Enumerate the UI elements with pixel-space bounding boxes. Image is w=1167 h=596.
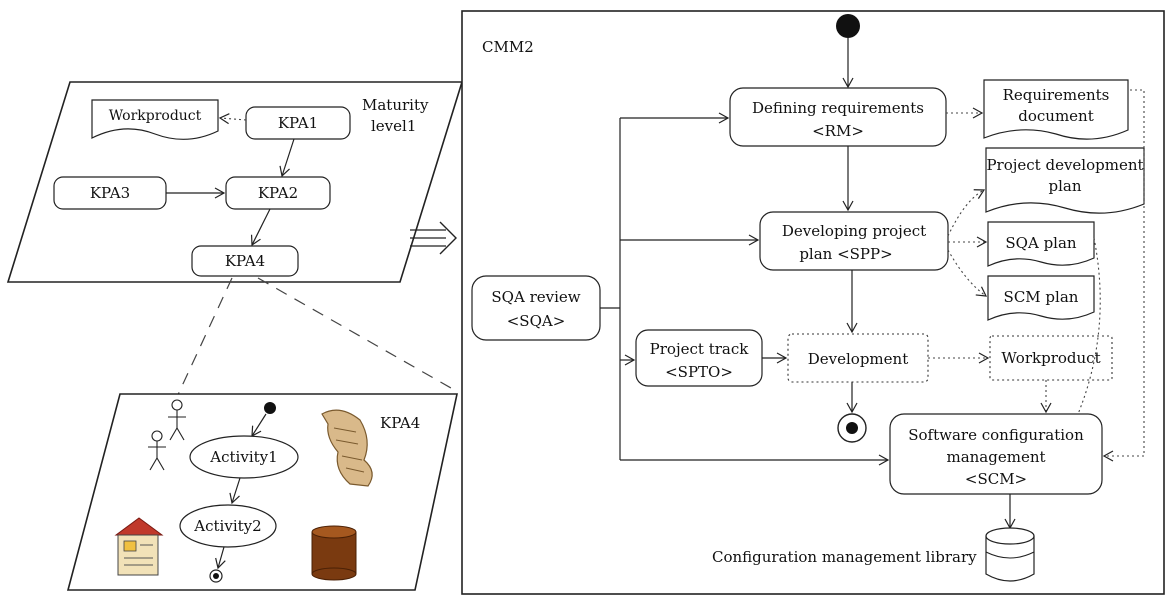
kpa2-label: KPA2 bbox=[258, 184, 298, 202]
workproduct-cmm2-label: Workproduct bbox=[1001, 349, 1100, 367]
req-doc-line2: document bbox=[1018, 107, 1093, 125]
scm-line1: Software configuration bbox=[908, 426, 1084, 444]
initial-node-icon bbox=[836, 14, 860, 38]
actor-icon bbox=[148, 430, 166, 471]
edge-reqdoc-scm bbox=[1102, 89, 1145, 462]
kpa2-node: KPA2 bbox=[225, 176, 331, 210]
maturity-title-line1: Maturity bbox=[362, 96, 429, 114]
scm-node: Software configuration management <SCM> bbox=[889, 413, 1103, 495]
scm-line2: management bbox=[946, 448, 1045, 466]
workproduct-doc: Workproduct bbox=[91, 99, 219, 140]
project-development-plan-doc: Project development plan bbox=[985, 147, 1145, 214]
developing-project-plan-node: Developing project plan <SPP> bbox=[759, 211, 949, 271]
req-doc-line1: Requirements bbox=[1003, 86, 1110, 104]
scroll-document-icon bbox=[321, 409, 373, 487]
workproduct-label: Workproduct bbox=[109, 108, 202, 124]
sqa-plan-label: SQA plan bbox=[1005, 234, 1077, 252]
track-line2: <SPTO> bbox=[665, 363, 733, 381]
defining-label-line2: <RM> bbox=[812, 122, 864, 140]
kpa4-panel-title: KPA4 bbox=[380, 414, 420, 432]
edge-activity1-activity2 bbox=[229, 477, 241, 505]
defining-label-line1: Defining requirements bbox=[752, 99, 924, 117]
edge-activity2-end bbox=[215, 546, 226, 570]
kpa4-node: KPA4 bbox=[191, 245, 299, 277]
activity-start-icon bbox=[264, 402, 276, 414]
proj-dev-plan-line1: Project development bbox=[986, 156, 1143, 174]
workproduct-node: Workproduct bbox=[989, 335, 1113, 381]
requirements-document: Requirements document bbox=[983, 79, 1129, 140]
actor-icon bbox=[168, 399, 186, 441]
activity2-label: Activity2 bbox=[193, 517, 261, 535]
sqa-review-node: SQA review <SQA> bbox=[471, 275, 601, 341]
scm-line3: <SCM> bbox=[965, 470, 1027, 488]
scm-plan-doc: SCM plan bbox=[987, 275, 1095, 321]
proj-dev-plan-line2: plan bbox=[1048, 177, 1081, 195]
defining-requirements-node: Defining requirements <RM> bbox=[729, 87, 947, 147]
edge-developing-projdevplan bbox=[947, 189, 986, 237]
database-icon bbox=[311, 525, 357, 581]
kpa1-label: KPA1 bbox=[278, 114, 318, 132]
sqa-review-line2: <SQA> bbox=[507, 312, 566, 330]
sqa-review-line1: SQA review bbox=[491, 288, 580, 306]
activity-end-icon bbox=[209, 569, 223, 583]
maturity-title-line2: level1 bbox=[371, 117, 416, 135]
scm-plan-label: SCM plan bbox=[1004, 288, 1079, 306]
library-label: Configuration management library bbox=[712, 548, 977, 566]
library-database-icon bbox=[985, 527, 1035, 582]
cmm2-panel: CMM2 Defining requirements <RM> Requirem… bbox=[461, 10, 1165, 595]
kpa3-node: KPA3 bbox=[53, 176, 167, 210]
track-line1: Project track bbox=[650, 340, 750, 358]
dev-plan-line1: Developing project bbox=[782, 222, 926, 240]
final-node-icon bbox=[837, 413, 867, 443]
dev-plan-line2: plan <SPP> bbox=[799, 245, 892, 263]
kpa4-panel: KPA4 Activity1 Activity2 bbox=[66, 393, 458, 591]
edge-developing-scmplan bbox=[947, 249, 988, 297]
sqa-plan-doc: SQA plan bbox=[987, 221, 1095, 267]
activity1-node: Activity1 bbox=[189, 435, 299, 479]
house-document-icon bbox=[114, 517, 164, 576]
activity2-node: Activity2 bbox=[179, 504, 277, 548]
development-node: Development bbox=[787, 333, 929, 383]
project-track-node: Project track <SPTO> bbox=[635, 329, 763, 387]
development-label: Development bbox=[808, 350, 908, 368]
edge-kpa1-kpa2 bbox=[279, 138, 295, 178]
edge-kpa1-workproduct bbox=[218, 113, 247, 125]
edge-sqaplan-scm bbox=[1077, 237, 1101, 415]
zoom-arrow-icon bbox=[410, 221, 457, 255]
activity1-label: Activity1 bbox=[209, 448, 277, 466]
maturity-level-panel: Maturity level1 Workproduct KPA1 KPA2 KP… bbox=[6, 81, 464, 283]
kpa3-label: KPA3 bbox=[90, 184, 130, 202]
edge-start-activity1 bbox=[251, 413, 267, 438]
edge-kpa2-kpa4 bbox=[250, 208, 271, 247]
kpa4-label: KPA4 bbox=[225, 252, 265, 270]
cmm2-title: CMM2 bbox=[482, 38, 534, 56]
zoom-line-right bbox=[257, 277, 459, 393]
kpa1-node: KPA1 bbox=[245, 106, 351, 140]
